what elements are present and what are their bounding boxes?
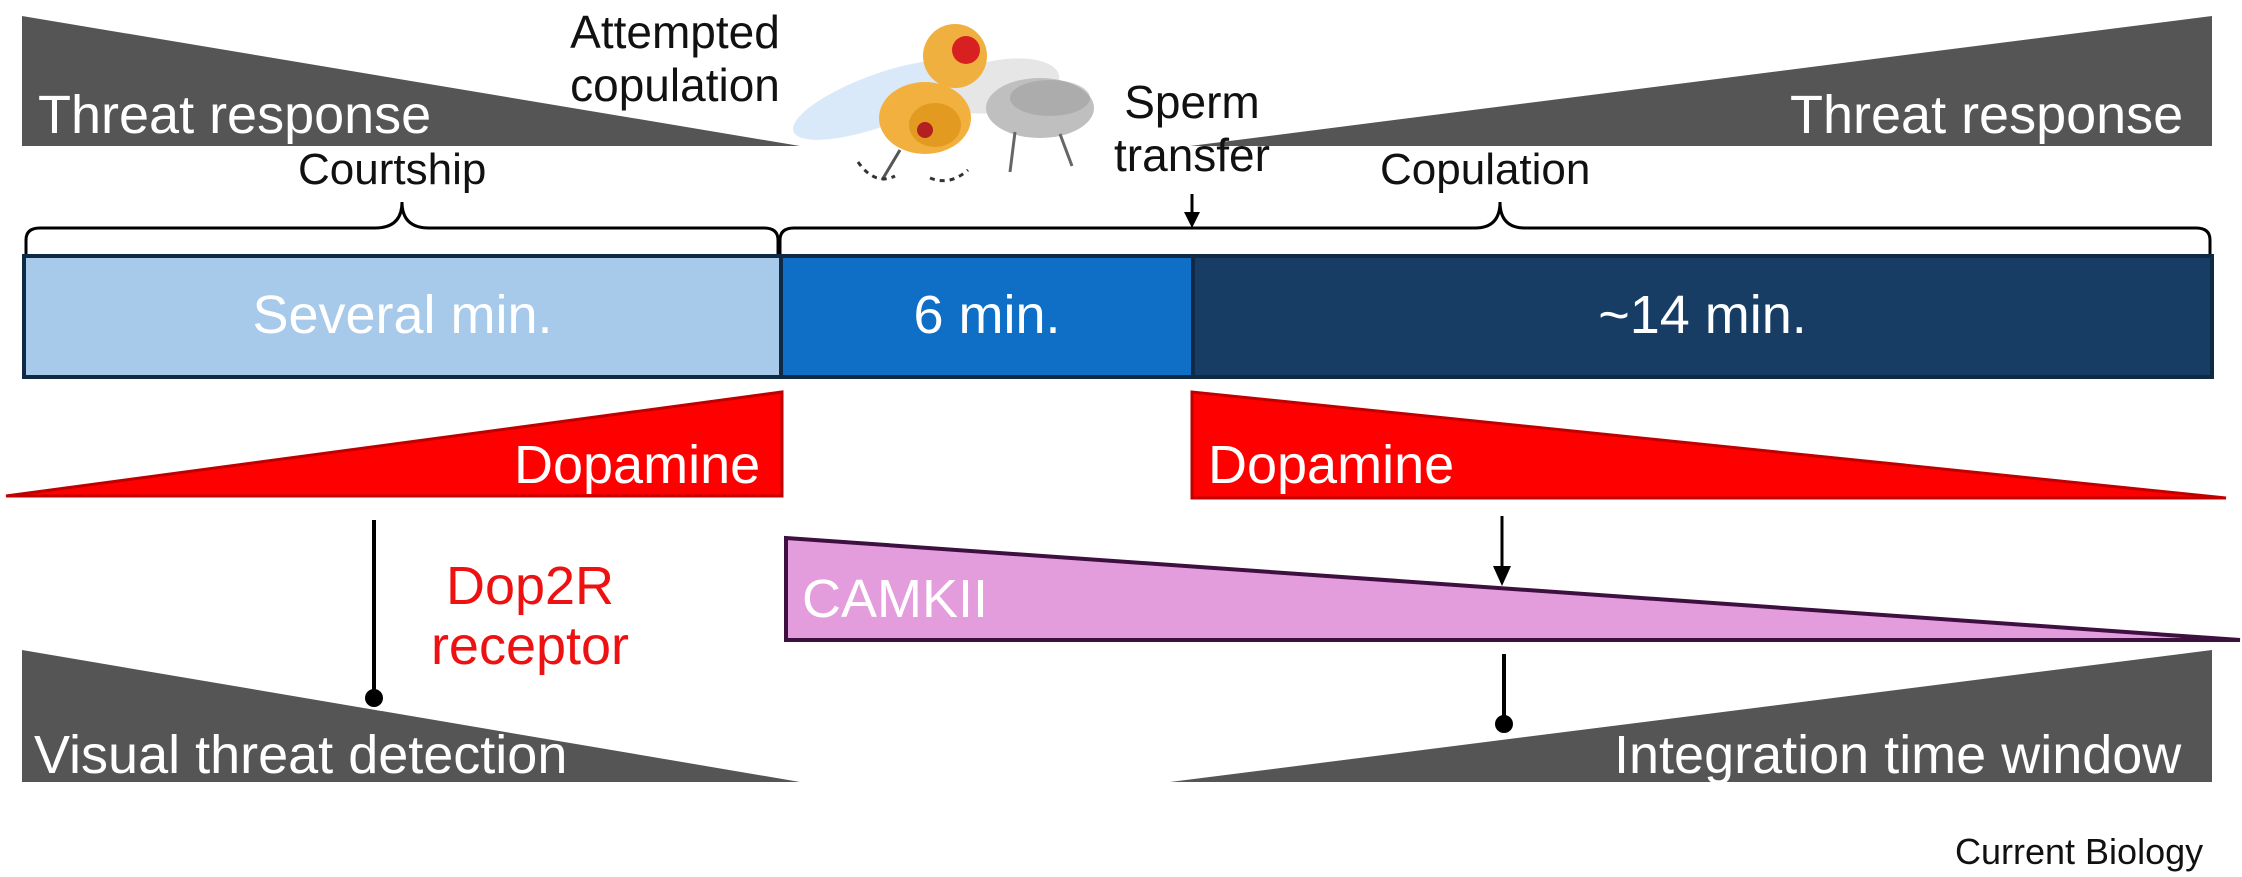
- sperm-transfer-arrow: [1184, 212, 1200, 228]
- copulation-label: Copulation: [1380, 145, 1591, 194]
- segment-fourteen-min-duration: ~14 min.: [1598, 285, 1807, 345]
- attempted-copulation-line1: Attempted: [570, 6, 780, 58]
- threat-response-right-label: Threat response: [1790, 85, 2184, 145]
- threat-response-right-wedge: [1190, 16, 2212, 146]
- copulation-brace: [778, 201, 2212, 254]
- segment-courtship-duration: Several min.: [252, 285, 553, 345]
- courtship-brace: [24, 201, 780, 254]
- dopamine-left-wedge: [5, 390, 784, 498]
- camkii-wedge: [784, 535, 2241, 642]
- attempted-copulation-label: Attempted copulation: [560, 6, 790, 113]
- integration-time-window-wedge: [1170, 650, 2212, 782]
- timeline-segment-six-min: [779, 254, 1195, 379]
- camkii-label: CAMKII: [802, 569, 989, 629]
- attempted-copulation-line2: copulation: [570, 59, 780, 112]
- dopamine-to-camkii-arrow: [1493, 566, 1511, 586]
- visual-threat-detection-wedge: [22, 650, 800, 782]
- dopamine-right-wedge: [1190, 390, 2227, 500]
- camkii-inhibition-end: [1495, 715, 1513, 733]
- sperm-transfer-line1: Sperm: [1124, 76, 1260, 128]
- dopamine-left-label: Dopamine: [514, 435, 761, 495]
- segment-six-min-duration: 6 min.: [913, 285, 1061, 345]
- dop2r-receptor-line1: Dop2R: [445, 556, 615, 616]
- threat-response-left-wedge: [22, 16, 800, 146]
- dopamine-right-label: Dopamine: [1208, 435, 1455, 495]
- integration-time-window-label: Integration time window: [1614, 725, 2182, 785]
- sperm-transfer-line2: transfer: [1114, 129, 1270, 182]
- threat-response-left-label: Threat response: [38, 85, 432, 145]
- journal-credit: Current Biology: [1955, 831, 2204, 872]
- visual-threat-detection-label: Visual threat detection: [34, 725, 568, 785]
- courtship-label: Courtship: [298, 145, 487, 194]
- dop2r-inhibition-end: [365, 689, 383, 707]
- fly-pair-icon: [793, 24, 1094, 183]
- sperm-transfer-label: Sperm transfer: [1092, 76, 1292, 183]
- dop2r-receptor-label: Dop2R receptor: [410, 556, 650, 677]
- dop2r-receptor-line2: receptor: [430, 616, 630, 677]
- timeline-segment-fourteen-min: [1191, 254, 2214, 379]
